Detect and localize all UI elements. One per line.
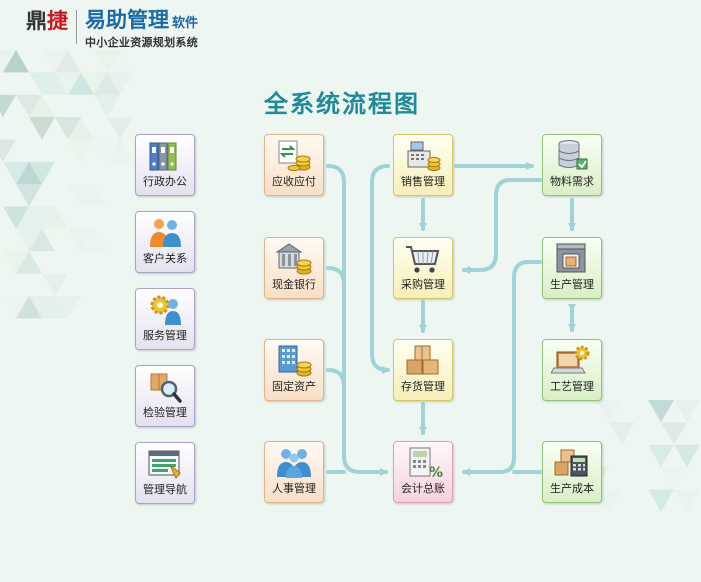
module-label: 采购管理 [401, 278, 445, 291]
module-material[interactable]: 物料需求 [542, 134, 602, 196]
module-cost[interactable]: 生产成本 [542, 441, 602, 503]
module-inventory[interactable]: 存货管理 [393, 339, 453, 401]
module-label: 工艺管理 [550, 380, 594, 393]
product-name: 易助管理 [85, 8, 169, 32]
module-label: 行政办公 [143, 175, 187, 188]
module-fixed-assets[interactable]: 固定资产 [264, 339, 324, 401]
cash-register-icon [407, 141, 441, 172]
module-service[interactable]: 服务管理 [135, 288, 195, 350]
module-label: 人事管理 [272, 482, 316, 495]
module-accounting[interactable]: % 会计总账 [393, 441, 453, 503]
exchange-coins-icon [278, 140, 311, 172]
company-name-part2: 捷 [47, 8, 68, 33]
bank-coins-icon [275, 243, 312, 275]
module-label: 销售管理 [401, 175, 445, 188]
module-label: 服务管理 [143, 329, 187, 342]
product-suffix: 软件 [172, 16, 199, 31]
boxes-icon [406, 345, 439, 375]
people-icon [150, 219, 181, 247]
module-cash-bank[interactable]: 现金银行 [264, 237, 324, 299]
module-label: 现金银行 [272, 278, 316, 291]
calculator-percent-icon: % [409, 447, 443, 480]
module-label: 客户关系 [143, 252, 187, 265]
module-inspection[interactable]: 检验管理 [135, 365, 195, 427]
module-label: 管理导航 [143, 483, 187, 496]
module-production[interactable]: 生产管理 [542, 237, 602, 299]
boxes-calculator-icon [554, 449, 588, 477]
people-icon [277, 449, 311, 478]
company-name: 鼎捷 [26, 8, 68, 34]
brand-divider [76, 10, 77, 44]
module-sales[interactable]: 销售管理 [393, 134, 453, 196]
svg-text:%: % [429, 465, 443, 480]
module-hr[interactable]: 人事管理 [264, 441, 324, 503]
module-receivable[interactable]: 应收应付 [264, 134, 324, 196]
module-label: 物料需求 [550, 175, 594, 188]
product-subtitle: 中小企业资源规划系统 [85, 36, 198, 49]
magnifier-box-icon [150, 373, 182, 403]
brand-logo: 鼎捷 易助管理软件 中小企业资源规划系统 [26, 8, 198, 50]
module-process[interactable]: 工艺管理 [542, 339, 602, 401]
module-guide[interactable]: 管理导航 [135, 442, 195, 504]
module-purchase[interactable]: 采购管理 [393, 237, 453, 299]
machine-icon [556, 243, 586, 273]
service-gear-icon [150, 295, 181, 325]
module-label: 会计总账 [401, 482, 445, 495]
navigation-icon [148, 450, 181, 479]
module-label: 生产管理 [550, 278, 594, 291]
module-label: 生产成本 [550, 482, 594, 495]
module-admin[interactable]: 行政办公 [135, 134, 195, 196]
module-customer[interactable]: 客户关系 [135, 211, 195, 273]
shopping-cart-icon [406, 246, 440, 273]
database-icon [558, 140, 588, 170]
module-label: 检验管理 [143, 406, 187, 419]
laptop-gear-icon [551, 345, 590, 374]
binders-icon [149, 142, 177, 171]
page-title: 全系统流程图 [264, 90, 420, 118]
company-name-part1: 鼎 [26, 8, 47, 33]
module-label: 固定资产 [272, 380, 316, 393]
module-label: 存货管理 [401, 380, 445, 393]
module-label: 应收应付 [272, 175, 316, 188]
building-coins-icon [278, 345, 312, 377]
